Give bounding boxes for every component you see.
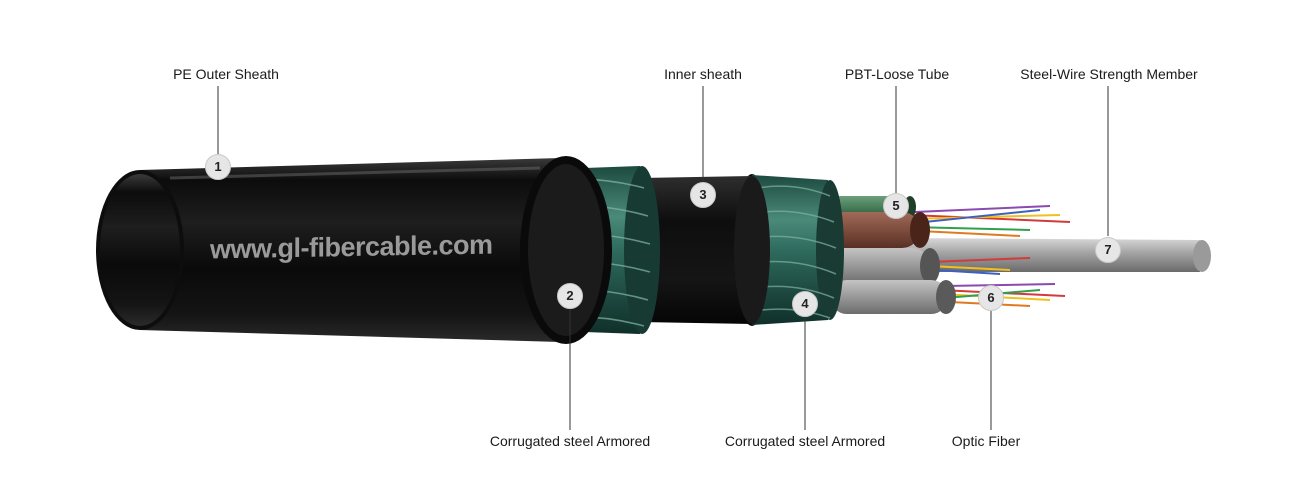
leader-lines xyxy=(217,86,1109,430)
label-corrugated-steel-armored-2: Corrugated steel Armored xyxy=(724,433,886,449)
inner-sheath xyxy=(640,176,770,324)
label-steel-wire-strength-member: Steel-Wire Strength Member xyxy=(1020,66,1198,82)
label-corrugated-steel-armored-1: Corrugated steel Armored xyxy=(489,433,651,449)
watermark: www.gl-fibercable.com xyxy=(210,229,493,265)
steel-wire-strength-member xyxy=(900,238,1211,272)
pbt-loose-tubes xyxy=(820,196,956,314)
marker-1: 1 xyxy=(205,154,231,180)
label-pe-outer-sheath: PE Outer Sheath xyxy=(173,66,279,82)
marker-4: 4 xyxy=(792,291,818,317)
label-pbt-loose-tube: PBT-Loose Tube xyxy=(844,66,950,82)
pe-outer-sheath xyxy=(96,156,612,344)
label-inner-sheath: Inner sheath xyxy=(664,66,742,82)
marker-7: 7 xyxy=(1095,237,1121,263)
marker-6: 6 xyxy=(978,285,1004,311)
marker-5: 5 xyxy=(883,193,909,219)
label-optic-fiber: Optic Fiber xyxy=(951,433,1021,449)
marker-2: 2 xyxy=(557,283,583,309)
marker-3: 3 xyxy=(690,182,716,208)
